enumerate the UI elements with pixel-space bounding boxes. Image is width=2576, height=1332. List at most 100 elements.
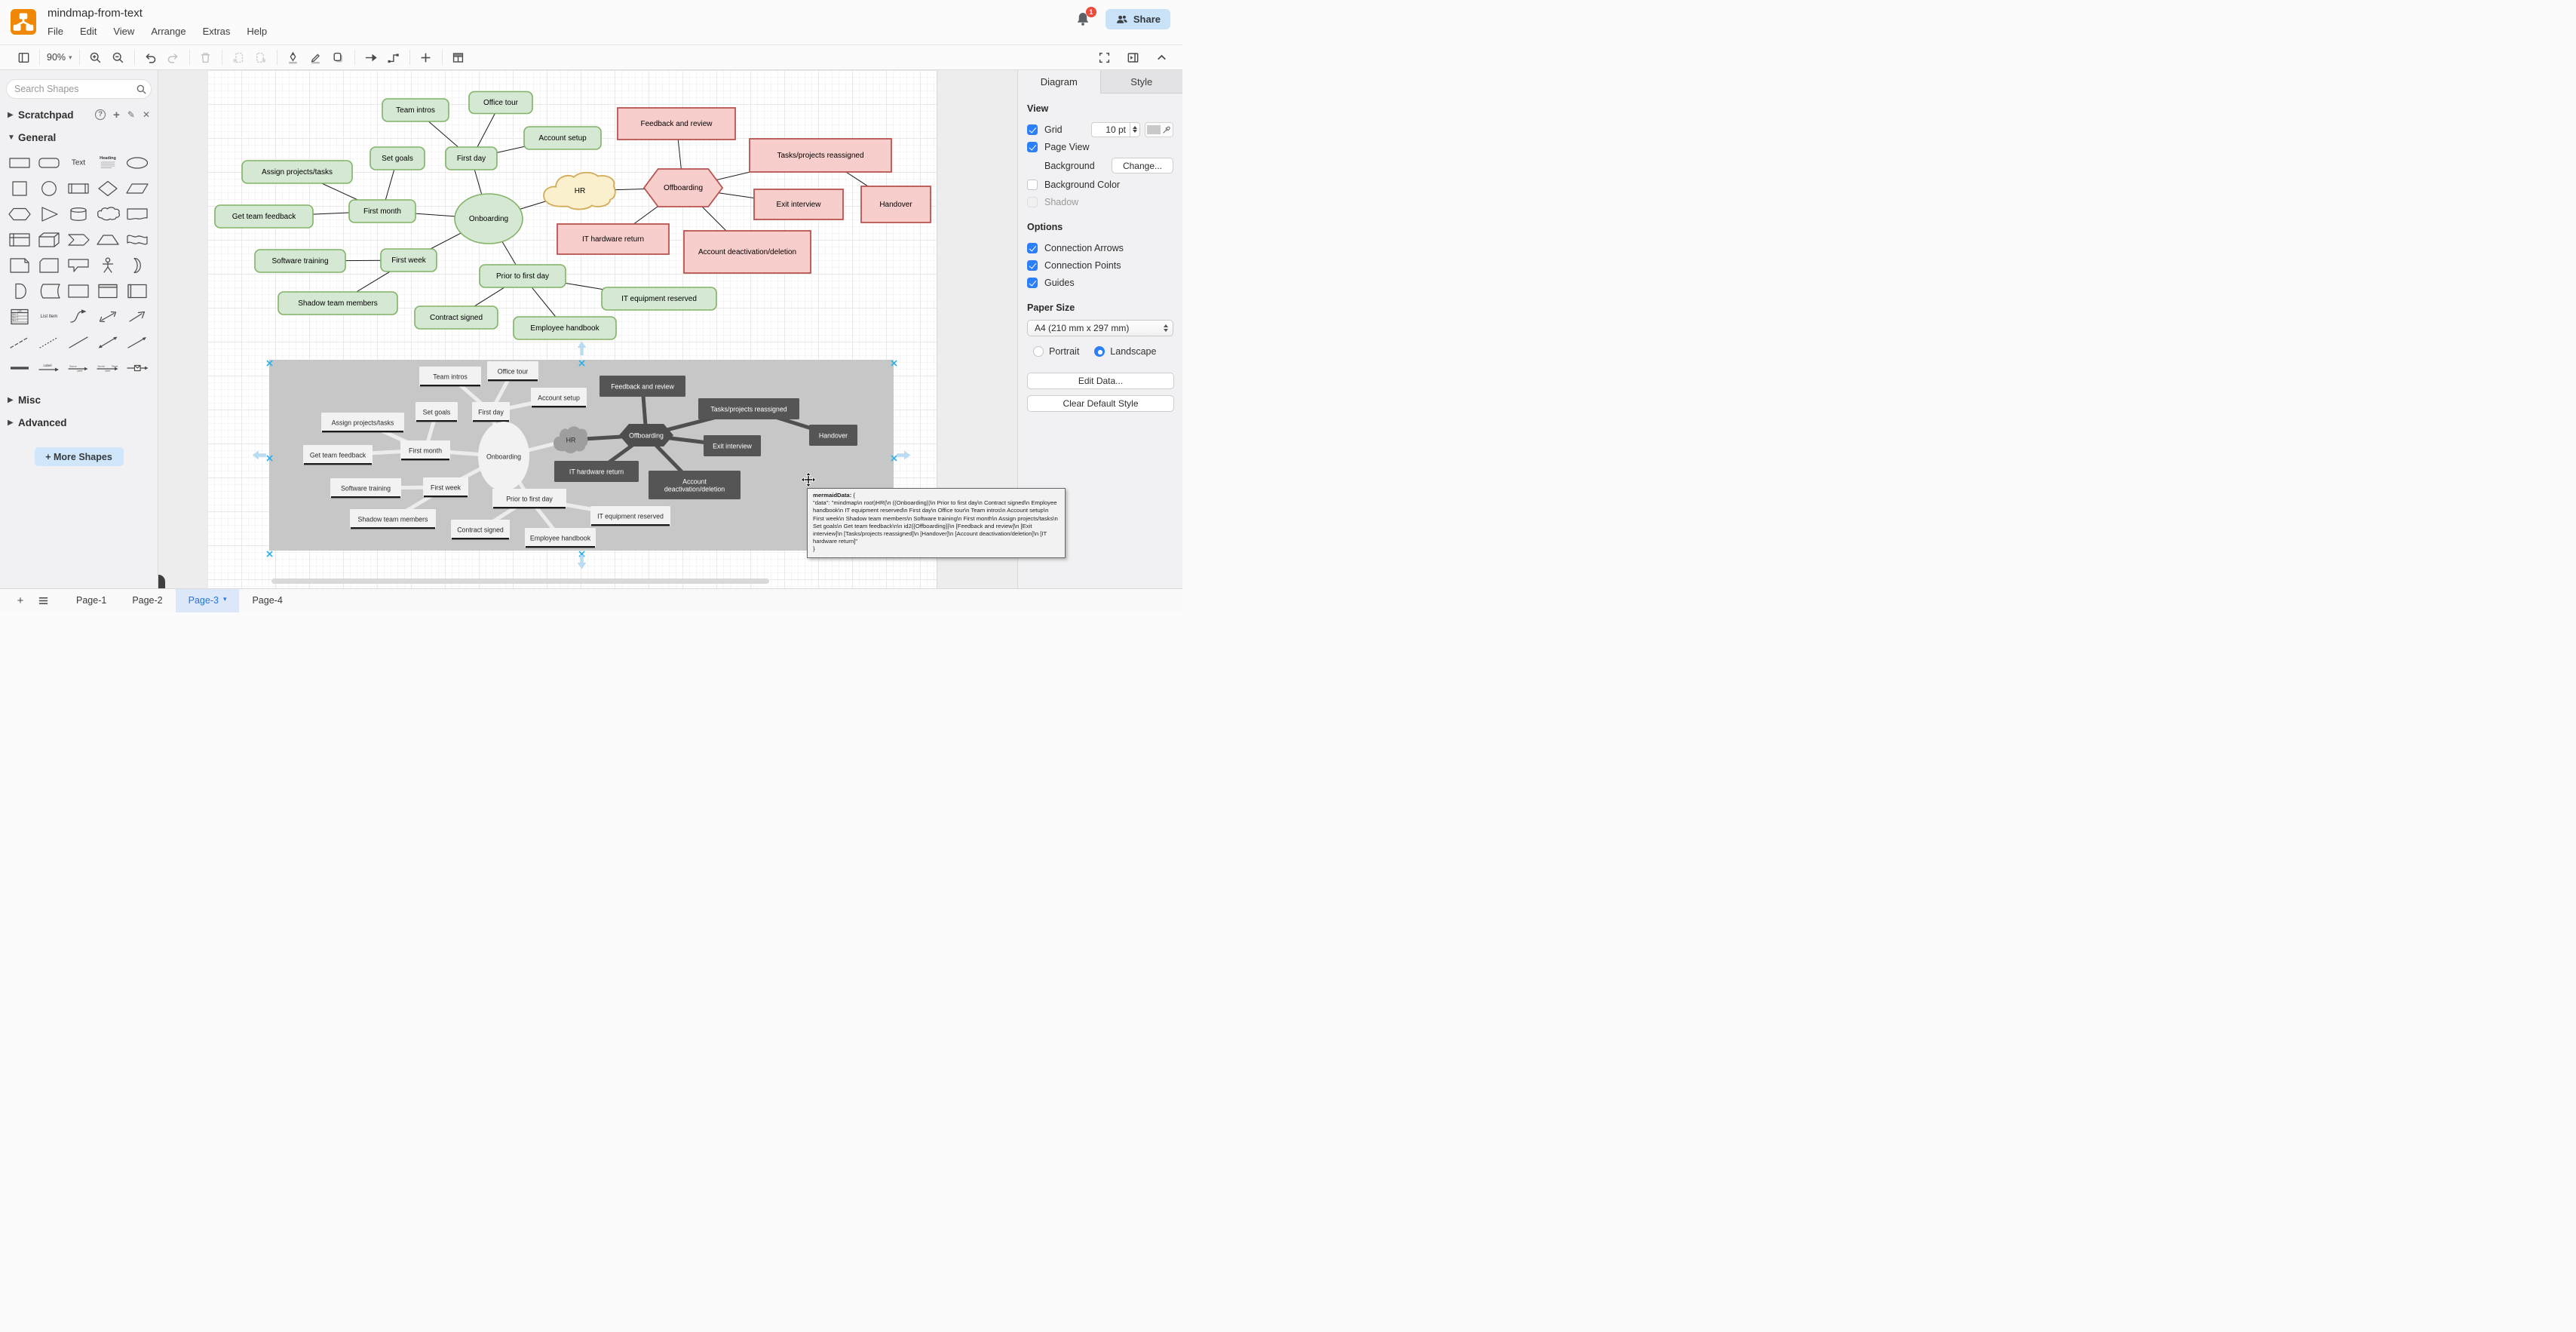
node-software-training[interactable]: Software training [254, 249, 346, 273]
node-team-intros[interactable]: Team intros [382, 98, 449, 122]
line-color-button[interactable] [307, 48, 325, 66]
help-icon[interactable]: ? [95, 109, 106, 120]
shape-rounded-rectangle[interactable] [34, 150, 63, 176]
shape-triangle[interactable] [34, 201, 63, 227]
menu-help[interactable]: Help [247, 26, 268, 37]
landscape-radio[interactable] [1094, 346, 1106, 357]
direction-arrow-icon[interactable] [577, 555, 587, 569]
grid-size-stepper[interactable] [1130, 121, 1140, 137]
background-change-button[interactable]: Change... [1111, 158, 1173, 173]
node-account-deact[interactable]: Account deactivation/deletion [683, 230, 811, 274]
tab-style[interactable]: Style [1099, 70, 1182, 93]
node-employee-handbook[interactable]: Employee handbook [513, 316, 617, 340]
to-back-button[interactable] [252, 48, 270, 66]
undo-button[interactable] [142, 48, 160, 66]
shape-cylinder[interactable] [63, 201, 93, 227]
add-icon[interactable]: + [113, 108, 120, 121]
shape-bidirectional-arrow[interactable] [93, 304, 122, 330]
shape-parallelogram[interactable] [122, 176, 152, 201]
edit-data-button[interactable]: Edit Data... [1027, 373, 1174, 389]
shape-ellipse[interactable] [122, 150, 152, 176]
shape-arrow[interactable] [122, 304, 152, 330]
tab-diagram[interactable]: Diagram [1018, 70, 1100, 94]
shape-cloud[interactable] [93, 201, 122, 227]
landscape-option[interactable]: Landscape [1094, 346, 1156, 357]
shape-card[interactable] [34, 253, 63, 278]
misc-section[interactable]: ▶ Misc [0, 388, 158, 411]
insert-button[interactable] [417, 48, 435, 66]
selection-handle[interactable] [890, 452, 897, 462]
shape-data-storage[interactable] [34, 278, 63, 304]
zoom-dropdown[interactable]: 90%▾ [47, 52, 72, 63]
shape-label-arrow[interactable]: Label [34, 355, 63, 381]
page-tab-page-3[interactable]: Page-3▾ [175, 588, 240, 612]
grid-checkbox[interactable] [1027, 124, 1038, 135]
to-front-button[interactable] [229, 48, 247, 66]
node-onboarding[interactable]: Onboarding [454, 193, 523, 244]
shape-horizontal-container[interactable] [122, 278, 152, 304]
connection-points-checkbox[interactable] [1027, 259, 1038, 271]
shape-diamond[interactable] [93, 176, 122, 201]
shape-box-arrow[interactable] [122, 355, 152, 381]
shape-directional-connector[interactable] [122, 330, 152, 355]
toggle-format-panel-button[interactable] [14, 48, 32, 66]
zoom-in-button[interactable] [87, 48, 105, 66]
more-shapes-button[interactable]: + More Shapes [34, 447, 124, 466]
selection-handle[interactable] [265, 452, 273, 462]
general-section[interactable]: ▼ General [0, 126, 158, 149]
menu-extras[interactable]: Extras [202, 26, 231, 37]
node-offboarding[interactable]: Offboarding [642, 168, 724, 207]
selection-handle[interactable] [578, 357, 585, 367]
collapse-toolbar-button[interactable] [1152, 48, 1170, 66]
fullscreen-button[interactable] [1095, 48, 1113, 66]
node-exit-interview[interactable]: Exit interview [753, 189, 844, 220]
notifications-button[interactable]: 1 [1075, 6, 1096, 29]
shape-vertical-container[interactable] [93, 278, 122, 304]
shape-curve[interactable] [63, 304, 93, 330]
page-tab-page-2[interactable]: Page-2 [132, 595, 163, 606]
close-icon[interactable]: ✕ [142, 109, 150, 120]
shape-actor[interactable] [93, 253, 122, 278]
node-set-goals[interactable]: Set goals [370, 146, 425, 170]
node-assign-projects[interactable]: Assign projects/tasks [241, 160, 353, 184]
shape-rectangle[interactable] [5, 150, 34, 176]
selection-handle[interactable] [265, 357, 273, 367]
shadow-checkbox[interactable] [1027, 196, 1038, 207]
shape-document[interactable] [122, 201, 152, 227]
menu-edit[interactable]: Edit [79, 26, 97, 37]
portrait-option[interactable]: Portrait [1033, 346, 1079, 357]
horizontal-scrollbar[interactable] [271, 579, 769, 584]
redo-button[interactable] [164, 48, 182, 66]
scratchpad-section[interactable]: ▶ Scratchpad ? + ✎ ✕ [0, 103, 158, 126]
node-handover[interactable]: Handover [860, 186, 931, 223]
node-account-setup[interactable]: Account setup [523, 126, 602, 150]
shadow-button[interactable] [330, 48, 348, 66]
shape-bidirectional-connector[interactable] [93, 330, 122, 355]
page-view-checkbox[interactable] [1027, 141, 1038, 152]
shape-hexagon[interactable] [5, 201, 34, 227]
shape-tape[interactable] [122, 227, 152, 253]
connection-arrows-checkbox[interactable] [1027, 242, 1038, 253]
node-tasks-reassigned[interactable]: Tasks/projects reassigned [749, 138, 892, 173]
grid-color-button[interactable] [1145, 121, 1173, 137]
node-contract-signed[interactable]: Contract signed [414, 305, 498, 330]
waypoint-style-button[interactable] [385, 48, 403, 66]
selection-handle[interactable] [890, 357, 897, 367]
shape-dotted-line[interactable] [34, 330, 63, 355]
table-button[interactable] [449, 48, 468, 66]
clear-default-style-button[interactable]: Clear Default Style [1027, 395, 1174, 412]
connection-style-button[interactable] [362, 48, 380, 66]
toggle-right-panel-button[interactable] [1124, 48, 1142, 66]
node-hr[interactable]: HR [543, 171, 616, 210]
portrait-radio[interactable] [1033, 346, 1044, 357]
shape-square[interactable] [5, 176, 34, 201]
shape-line[interactable] [63, 330, 93, 355]
shape-search[interactable] [6, 79, 152, 99]
selection-handle[interactable] [578, 548, 585, 557]
node-it-hardware[interactable]: IT hardware return [557, 223, 670, 255]
selection-handle[interactable] [265, 548, 273, 557]
shape-list-item[interactable]: List Item [34, 304, 63, 330]
